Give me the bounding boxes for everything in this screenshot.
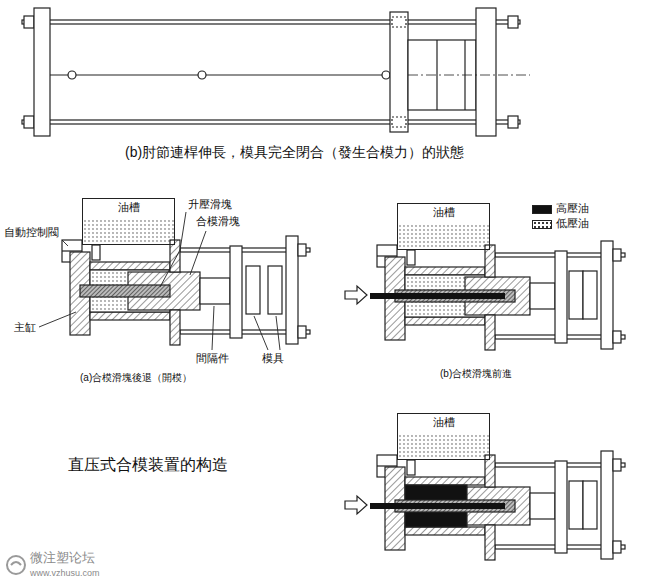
toggle-clamp-figure-part	[68, 71, 76, 79]
part-label: 自動控制閥	[4, 226, 59, 239]
figure-caption: (b)肘節連桿伸長，模具完全閉合（發生合模力）的狀態	[125, 144, 464, 160]
direct-clamp-open-part	[298, 326, 306, 338]
watermark: 微注塑论坛	[30, 551, 95, 566]
direct-clamp-pressurised-part	[397, 433, 490, 460]
leader-line-part	[212, 306, 214, 350]
direct-clamp-forward-part	[569, 271, 583, 319]
direct-clamp-pressurised-part	[530, 493, 555, 519]
direct-clamp-open-part	[82, 218, 175, 245]
direct-clamp-open-part	[80, 285, 170, 297]
legend-text: 高壓油	[556, 202, 589, 215]
direct-clamp-open-part	[92, 245, 100, 260]
part-label: 升壓滑塊	[188, 198, 232, 211]
direct-clamp-pressurised-part	[613, 541, 621, 553]
direct-clamp-forward-part	[530, 283, 555, 309]
direct-clamp-forward-part	[613, 249, 621, 261]
legend-text: 低壓油	[556, 217, 589, 230]
part-label: 模具	[262, 352, 284, 365]
toggle-clamp-figure-part	[508, 16, 518, 28]
direct-clamp-forward-part	[345, 286, 367, 304]
toggle-clamp-figure-part	[198, 71, 206, 79]
direct-clamp-pressurised-part	[601, 451, 613, 559]
watermark-logo-part	[11, 562, 21, 565]
watermark: www.vzhusu.com	[30, 568, 100, 578]
toggle-clamp-figure-part	[34, 8, 50, 136]
toggle-clamp-figure-part	[24, 116, 34, 128]
toggle-clamp-figure-part	[436, 40, 437, 110]
figure-caption: (a)合模滑塊後退（開模）	[80, 372, 192, 384]
toggle-clamp-figure-part	[392, 17, 406, 27]
figure-caption: (b)合模滑塊前進	[440, 368, 512, 380]
oil-tank: 油槽	[82, 198, 175, 245]
direct-clamp-pressurised-part	[485, 525, 495, 560]
direct-clamp-open-part	[170, 310, 180, 345]
direct-clamp-open	[62, 218, 310, 345]
leader-line-part	[190, 231, 206, 275]
direct-clamp-open-part	[298, 244, 306, 256]
figure-title: 直压式合模装置的构造	[68, 456, 228, 474]
direct-clamp-open-part	[246, 266, 260, 314]
oil-tank: 油槽	[397, 413, 490, 460]
direct-clamp-forward-part	[405, 317, 485, 325]
leader-line-part	[276, 316, 280, 350]
direct-clamp-pressurised-part	[613, 459, 621, 471]
watermark-logo-part	[7, 556, 25, 574]
toggle-clamp-figure-part	[476, 8, 496, 136]
direct-clamp-pressurised-part	[569, 481, 583, 529]
toggle-clamp-figure-part	[392, 117, 406, 127]
tank-label: 油槽	[430, 416, 458, 429]
leader-line	[39, 212, 280, 350]
toggle-clamp-figure-part	[24, 16, 34, 28]
direct-clamp-pressurised	[345, 433, 625, 560]
part-label: 合模滑塊	[196, 215, 240, 228]
tank-label: 油槽	[430, 206, 458, 219]
direct-clamp-pressurised-part	[345, 496, 367, 514]
direct-clamp-forward-part	[613, 331, 621, 343]
direct-clamp-open-part	[90, 262, 170, 270]
part-label: 主缸	[14, 321, 36, 334]
tank-label: 油槽	[115, 201, 143, 214]
toggle-clamp-figure-part	[382, 71, 390, 79]
direct-clamp-forward	[345, 223, 625, 350]
direct-clamp-forward-part	[601, 241, 613, 349]
toggle-clamp-figure-part	[390, 12, 408, 132]
leader-line-part	[62, 240, 68, 246]
direct-clamp-forward-part	[397, 223, 490, 250]
direct-clamp-pressurised-part	[407, 460, 415, 475]
toggle-clamp-figure-part	[50, 74, 390, 75]
leader-line-part	[160, 212, 186, 287]
direct-clamp-pressurised-part	[555, 461, 567, 553]
watermark-logo	[7, 556, 25, 574]
direct-clamp-pressurised-part	[583, 481, 597, 529]
direct-clamp-pressurised-part	[405, 477, 485, 485]
direct-clamp-open-part	[90, 312, 170, 320]
toggle-clamp-figure-part	[408, 75, 530, 76]
toggle-clamp-figure-part	[508, 116, 518, 128]
direct-clamp-forward-part	[405, 267, 485, 275]
direct-clamp-forward-part	[583, 271, 597, 319]
direct-clamp-forward-part	[407, 250, 415, 265]
direct-clamp-open-part	[268, 266, 282, 314]
leader-line-part	[254, 316, 268, 350]
direct-clamp-pressurised-part	[405, 527, 485, 535]
direct-clamp-pressurised-part	[370, 503, 505, 509]
direct-clamp-open-part	[230, 246, 242, 338]
toggle-clamp-figure-part	[22, 120, 520, 124]
leader-line-part	[39, 312, 76, 327]
direct-clamp-forward-part	[370, 293, 505, 299]
toggle-clamp-figure-part	[22, 20, 520, 24]
direct-clamp-open-part	[286, 236, 298, 344]
part-label: 間隔件	[196, 352, 229, 365]
oil-tank: 油槽	[397, 203, 490, 250]
direct-clamp-open-part	[200, 278, 230, 304]
legend-swatch	[532, 205, 552, 214]
direct-clamp-forward-part	[485, 315, 495, 350]
legend-swatch	[532, 220, 552, 229]
toggle-clamp-figure	[22, 8, 530, 136]
direct-clamp-forward-part	[555, 251, 567, 343]
